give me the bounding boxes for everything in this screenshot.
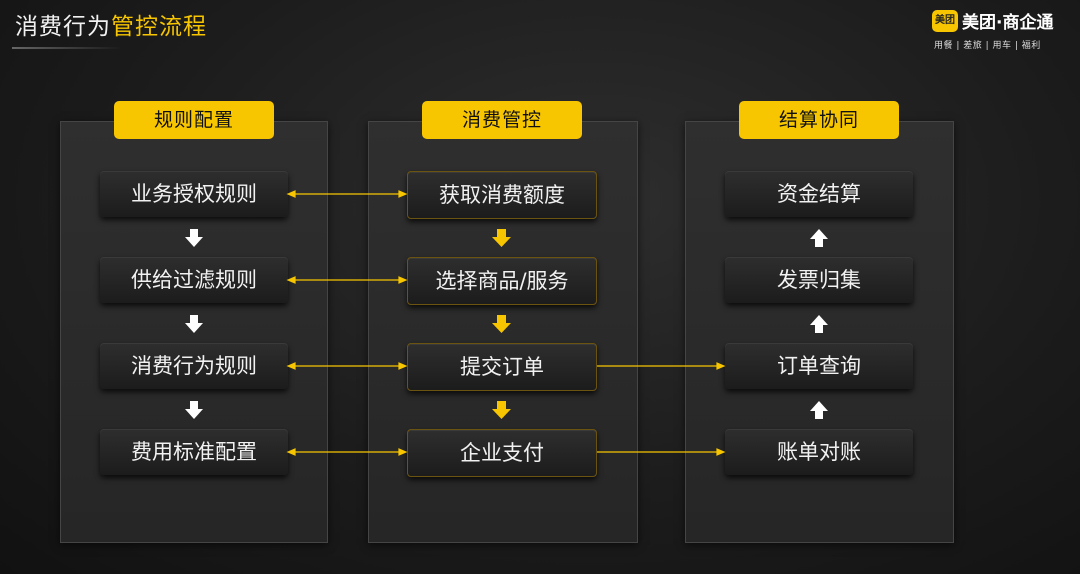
- tag-settlement: 结算协同: [739, 101, 899, 139]
- node-business-auth-rule[interactable]: 业务授权规则: [100, 171, 288, 217]
- logo-name: 美团·商企通: [962, 13, 1054, 33]
- title-plain: 消费行为: [15, 14, 111, 40]
- bidir-connector-1: [286, 190, 408, 198]
- up-arrow-icon: [810, 229, 828, 247]
- node-consumption-behavior-rule[interactable]: 消费行为规则: [100, 343, 288, 389]
- down-arrow-icon: [185, 315, 203, 333]
- down-arrow-icon: [185, 401, 203, 419]
- node-invoice-collection[interactable]: 发票归集: [725, 257, 913, 303]
- title-underline: [12, 47, 122, 49]
- down-arrow-icon: [492, 229, 511, 247]
- node-get-quota[interactable]: 获取消费额度: [407, 171, 597, 219]
- up-arrow-icon: [810, 315, 828, 333]
- node-expense-standard-config[interactable]: 费用标准配置: [100, 429, 288, 475]
- tag-rules: 规则配置: [114, 101, 274, 139]
- logo-badge-icon: 美团: [932, 10, 958, 32]
- node-order-query[interactable]: 订单查询: [725, 343, 913, 389]
- bidir-connector-4: [286, 448, 408, 456]
- node-supply-filter-rule[interactable]: 供给过滤规则: [100, 257, 288, 303]
- title-highlight: 管控流程: [111, 14, 207, 40]
- node-select-product[interactable]: 选择商品/服务: [407, 257, 597, 305]
- logo-subtitle: 用餐 | 差旅 | 用车 | 福利: [934, 41, 1041, 51]
- node-submit-order[interactable]: 提交订单: [407, 343, 597, 391]
- node-bill-reconciliation[interactable]: 账单对账: [725, 429, 913, 475]
- bidir-connector-3: [286, 362, 408, 370]
- connector-submit-to-query: [597, 362, 726, 370]
- down-arrow-icon: [492, 315, 511, 333]
- down-arrow-icon: [185, 229, 203, 247]
- page-title: 消费行为管控流程: [15, 7, 207, 41]
- node-fund-settlement[interactable]: 资金结算: [725, 171, 913, 217]
- down-arrow-icon: [492, 401, 511, 419]
- brand-logo: 美团 美团·商企通 用餐 | 差旅 | 用车 | 福利: [932, 8, 1074, 51]
- tag-control: 消费管控: [422, 101, 582, 139]
- up-arrow-icon: [810, 401, 828, 419]
- node-enterprise-payment[interactable]: 企业支付: [407, 429, 597, 477]
- bidir-connector-2: [286, 276, 408, 284]
- connector-payment-to-reconcile: [597, 448, 726, 456]
